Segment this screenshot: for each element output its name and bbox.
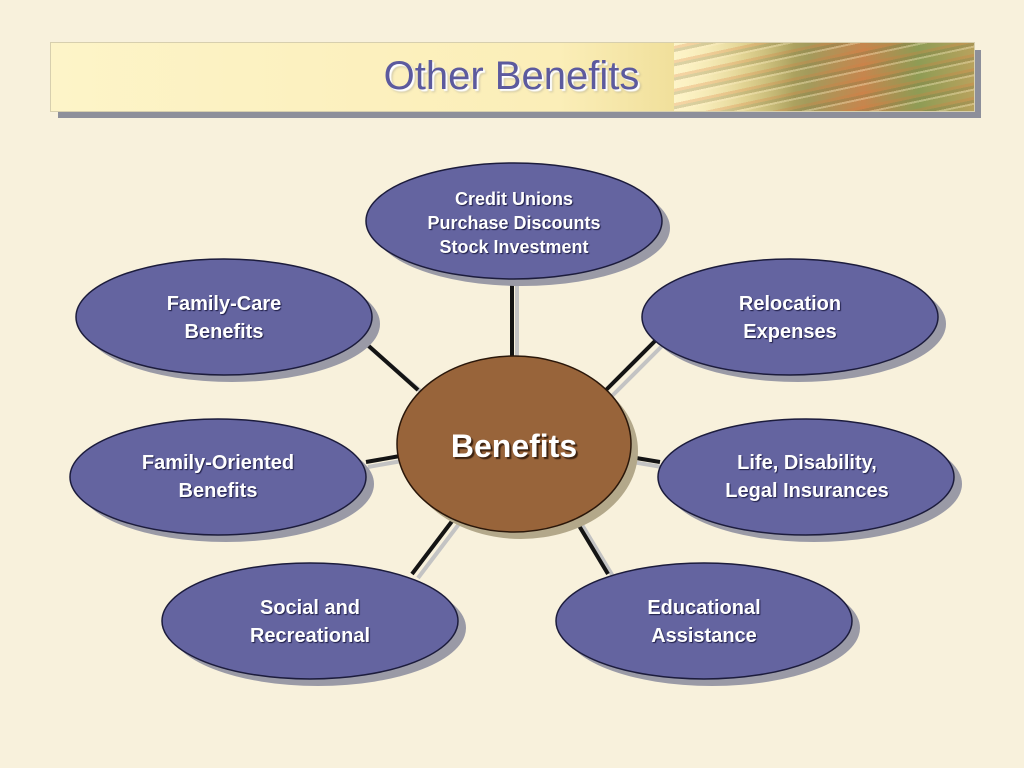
node-line: Benefits [178,480,258,502]
node-line: Stock Investment [439,237,589,257]
node-line: Credit Unions [454,189,573,209]
node-family-oriented [69,418,374,542]
node-line: Recreational [249,625,371,647]
node-line: Relocation [738,293,842,315]
node-credit-unions [365,162,670,286]
connectors [360,280,664,580]
node-line: Assistance [651,625,757,647]
node-line: Expenses [743,321,837,343]
title-banner [50,42,975,112]
connector-social [410,514,464,580]
hub-label: Benefits [450,427,578,464]
node-line: Social and [259,597,361,619]
slide-title: Other Benefits [383,53,640,98]
node-line: Family-Care [166,293,282,315]
node-line: Benefits [184,321,264,343]
node-label-social: Social and Recreational [190,592,430,652]
node-label-credit-unions: Credit Unions Purchase Discounts Stock I… [386,185,642,261]
banner-decoration [674,43,974,111]
node-relocation [641,258,946,382]
node-line: Legal Insurances [725,480,889,502]
connector-relocation [604,338,664,398]
node-label-life-disability: Life, Disability, Legal Insurances [682,447,932,507]
node-line: Purchase Discounts [427,213,601,233]
node-label-family-care: Family-Care Benefits [104,288,344,348]
node-label-relocation: Relocation Expenses [670,288,910,348]
connector-family-care [360,338,426,396]
node-life-disability [657,418,962,542]
connector-family-oriented [365,454,403,469]
node-label-family-oriented: Family-Oriented Benefits [98,447,338,507]
node-educational [555,562,860,686]
node-label-educational: Educational Assistance [584,592,824,652]
node-line: Life, Disability, [737,452,877,474]
node-line: Family-Oriented [141,452,295,474]
connector-credit-unions [510,280,519,360]
node-social [161,562,466,686]
node-line: Educational [647,597,761,619]
hub-circle [396,355,638,539]
node-family-care [75,258,380,382]
